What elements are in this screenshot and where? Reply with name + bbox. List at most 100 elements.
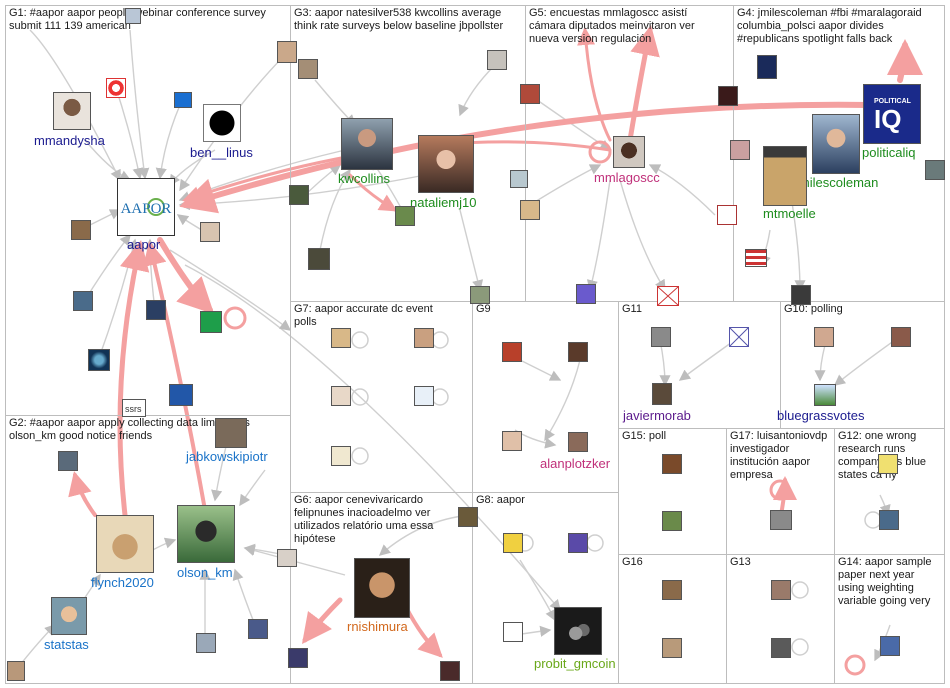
edge — [68, 471, 97, 517]
node-avatar-small[interactable] — [730, 140, 750, 160]
node-avatar-small[interactable] — [891, 327, 911, 347]
group-label: G2: #aapor aapor apply collecting data l… — [9, 417, 250, 442]
node-avatar-mmandysha[interactable] — [53, 92, 91, 130]
node-avatar-kwcollins[interactable] — [341, 118, 393, 170]
node-avatar-small[interactable] — [568, 533, 588, 553]
edge — [179, 101, 873, 214]
node-avatar-small[interactable] — [88, 349, 110, 371]
node-avatar-small[interactable] — [814, 327, 834, 347]
node-avatar-small[interactable] — [331, 446, 351, 466]
node-avatar-small[interactable] — [662, 580, 682, 600]
node-avatar-mmlagoscc[interactable] — [613, 136, 645, 168]
node-avatar-small[interactable] — [331, 328, 351, 348]
node-avatar-politicaliq[interactable]: POLITICAL IQ — [863, 84, 921, 144]
node-avatar-small[interactable] — [248, 619, 268, 639]
node-avatar-small[interactable] — [745, 249, 767, 267]
node-avatar-small[interactable] — [502, 431, 522, 451]
node-avatar-small[interactable] — [510, 170, 528, 188]
node-avatar-small[interactable] — [71, 220, 91, 240]
node-avatar-small[interactable] — [879, 510, 899, 530]
node-avatar-small[interactable] — [125, 8, 141, 24]
edge — [648, 164, 716, 216]
node-avatar-small[interactable] — [200, 311, 222, 333]
node-avatar-small[interactable] — [771, 638, 791, 658]
edge — [157, 237, 215, 315]
node-avatar-small[interactable] — [662, 454, 682, 474]
edge — [619, 179, 666, 292]
node-avatar-small[interactable] — [414, 328, 434, 348]
node-label-mmandysha: mmandysha — [34, 133, 105, 148]
node-avatar-small[interactable] — [757, 55, 777, 79]
self-loop — [791, 638, 809, 656]
node-avatar-olson_km[interactable] — [177, 505, 235, 563]
node-avatar-small[interactable] — [925, 160, 945, 180]
node-avatar-small[interactable] — [651, 327, 671, 347]
node-avatar-aapor[interactable]: AAPOR — [117, 178, 175, 236]
node-avatar-small[interactable] — [331, 386, 351, 406]
node-avatar-small[interactable] — [308, 248, 330, 270]
node-label-nataliemj10: nataliemj10 — [410, 195, 477, 210]
node-avatar-small[interactable] — [791, 285, 811, 305]
node-avatar-small[interactable] — [288, 648, 308, 668]
node-avatar-small[interactable] — [106, 78, 126, 98]
node-avatar-small[interactable] — [470, 286, 490, 304]
node-avatar-small[interactable] — [503, 533, 523, 553]
node-avatar-small[interactable] — [289, 185, 309, 205]
node-avatar-small[interactable] — [458, 507, 478, 527]
node-avatar-small[interactable] — [298, 59, 318, 79]
node-avatar-small[interactable] — [395, 206, 415, 226]
node-avatar-small[interactable] — [729, 327, 749, 347]
node-avatar-small[interactable] — [770, 510, 792, 530]
node-avatar-mtmoelle[interactable] — [763, 146, 807, 206]
node-avatar-small[interactable] — [520, 84, 540, 104]
node-avatar-small[interactable] — [73, 291, 93, 311]
node-avatar-small[interactable] — [169, 384, 193, 406]
node-avatar-small[interactable] — [414, 386, 434, 406]
node-avatar-small[interactable] — [880, 636, 900, 656]
group-label: G16 — [622, 556, 643, 568]
node-avatar-small[interactable] — [520, 200, 540, 220]
edge — [833, 339, 896, 386]
node-avatar-small[interactable] — [174, 92, 192, 108]
node-avatar-jmilescoleman[interactable] — [812, 114, 860, 174]
ssrs-badge[interactable]: ssrs — [122, 399, 146, 417]
node-avatar-small[interactable] — [576, 284, 596, 304]
node-avatar-small[interactable] — [503, 622, 523, 642]
node-avatar-javiermorab[interactable] — [652, 383, 672, 405]
edge — [301, 597, 343, 644]
node-label-politicaliq: politicaliq — [862, 145, 916, 160]
node-avatar-small[interactable] — [502, 342, 522, 362]
node-avatar-small[interactable] — [717, 205, 737, 225]
node-avatar-jabkowskipiotr[interactable] — [215, 418, 247, 448]
node-avatar-ben__linus[interactable] — [203, 104, 241, 142]
node-avatar-small[interactable] — [487, 50, 507, 70]
group-box-g2: G2: #aapor aapor apply collecting data l… — [5, 415, 291, 684]
edge — [586, 179, 611, 292]
group-label: G1: #aapor aapor people webinar conferen… — [9, 7, 266, 32]
node-avatar-bluegrassvotes[interactable] — [814, 384, 836, 406]
node-avatar-small[interactable] — [568, 342, 588, 362]
node-avatar-small[interactable] — [657, 286, 679, 306]
edge — [117, 240, 150, 518]
group-label: G7: aapor accurate dc event polls — [294, 303, 433, 328]
node-avatar-small[interactable] — [277, 549, 297, 567]
node-avatar-small[interactable] — [878, 454, 898, 474]
node-avatar-probit_gmcoin[interactable] — [554, 607, 602, 655]
node-avatar-small[interactable] — [196, 633, 216, 653]
node-avatar-small[interactable] — [200, 222, 220, 242]
node-avatar-small[interactable] — [146, 300, 166, 320]
node-avatar-flynch2020[interactable] — [96, 515, 154, 573]
node-avatar-small[interactable] — [58, 451, 78, 471]
node-avatar-nataliemj10[interactable] — [418, 135, 474, 193]
node-avatar-small[interactable] — [771, 580, 791, 600]
node-avatar-statstas[interactable] — [51, 597, 87, 635]
node-avatar-alanplotzker[interactable] — [568, 432, 588, 452]
node-avatar-small[interactable] — [662, 638, 682, 658]
node-avatar-small[interactable] — [7, 661, 25, 681]
node-avatar-rnishimura[interactable] — [354, 558, 410, 618]
node-avatar-small[interactable] — [718, 86, 738, 106]
edge — [577, 27, 612, 142]
node-avatar-small[interactable] — [277, 41, 297, 63]
node-avatar-small[interactable] — [662, 511, 682, 531]
node-avatar-small[interactable] — [440, 661, 460, 681]
